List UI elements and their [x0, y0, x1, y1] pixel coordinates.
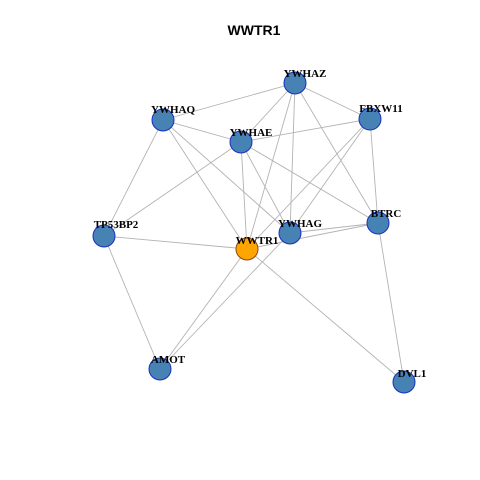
node-ywhag[interactable] [278, 221, 302, 245]
node-ywhaq[interactable] [151, 108, 175, 132]
node-label-tp53bp2: TP53BP2 [94, 219, 139, 231]
edge-ywhaq-ywhag [162, 119, 291, 234]
node-tp53bp2[interactable] [92, 224, 116, 248]
edge-ywhag-btrc [289, 222, 379, 234]
node-label-ywhaq: YWHAQ [151, 104, 195, 116]
node-label-ywhag: YWHAG [278, 218, 322, 230]
edge-wwtr1-btrc [246, 222, 379, 250]
node-label-fbxw11: FBXW11 [359, 103, 402, 115]
edge-ywhaq-tp53bp2 [103, 119, 164, 237]
node-ywhae[interactable] [229, 130, 253, 154]
node-label-wwtr1: WWTR1 [236, 235, 279, 247]
node-layer [92, 71, 416, 394]
node-fbxw11[interactable] [358, 107, 382, 131]
node-label-ywhae: YWHAE [230, 127, 273, 139]
node-amot[interactable] [148, 357, 172, 381]
edge-ywhae-tp53bp2 [103, 141, 242, 237]
edge-ywhaz-fbxw11 [294, 82, 371, 120]
edge-ywhaq-wwtr1 [162, 119, 248, 250]
edge-wwtr1-dvl1 [246, 248, 405, 383]
node-wwtr1[interactable] [235, 237, 259, 261]
edge-ywhae-wwtr1 [240, 141, 248, 250]
edge-ywhaq-ywhaz [162, 82, 296, 121]
edge-ywhaz-wwtr1 [246, 82, 296, 250]
diagram-title: WWTR1 [228, 22, 281, 38]
node-dvl1[interactable] [392, 370, 416, 394]
node-label-ywhaz: YWHAZ [284, 68, 327, 80]
edge-ywhag-amot [159, 232, 291, 370]
edge-ywhaz-btrc [294, 82, 379, 224]
node-ywhaz[interactable] [283, 71, 307, 95]
edge-fbxw11-wwtr1 [246, 118, 371, 250]
node-label-dvl1: DVL1 [398, 368, 427, 380]
node-label-btrc: BTRC [371, 208, 402, 220]
edge-layer [103, 82, 405, 383]
edge-fbxw11-btrc [369, 118, 379, 224]
edge-btrc-dvl1 [377, 222, 405, 383]
node-label-amot: AMOT [151, 354, 186, 366]
edge-wwtr1-amot [159, 248, 248, 370]
edge-ywhaz-ywhae [240, 82, 296, 143]
node-btrc[interactable] [366, 211, 390, 235]
edge-ywhaz-ywhag [289, 82, 296, 234]
edge-ywhaq-ywhae [162, 119, 242, 143]
edge-ywhae-ywhag [240, 141, 291, 234]
edge-tp53bp2-wwtr1 [103, 235, 248, 250]
edge-fbxw11-ywhag [289, 118, 371, 234]
edge-ywhae-fbxw11 [240, 118, 371, 143]
edge-tp53bp2-amot [103, 235, 161, 370]
